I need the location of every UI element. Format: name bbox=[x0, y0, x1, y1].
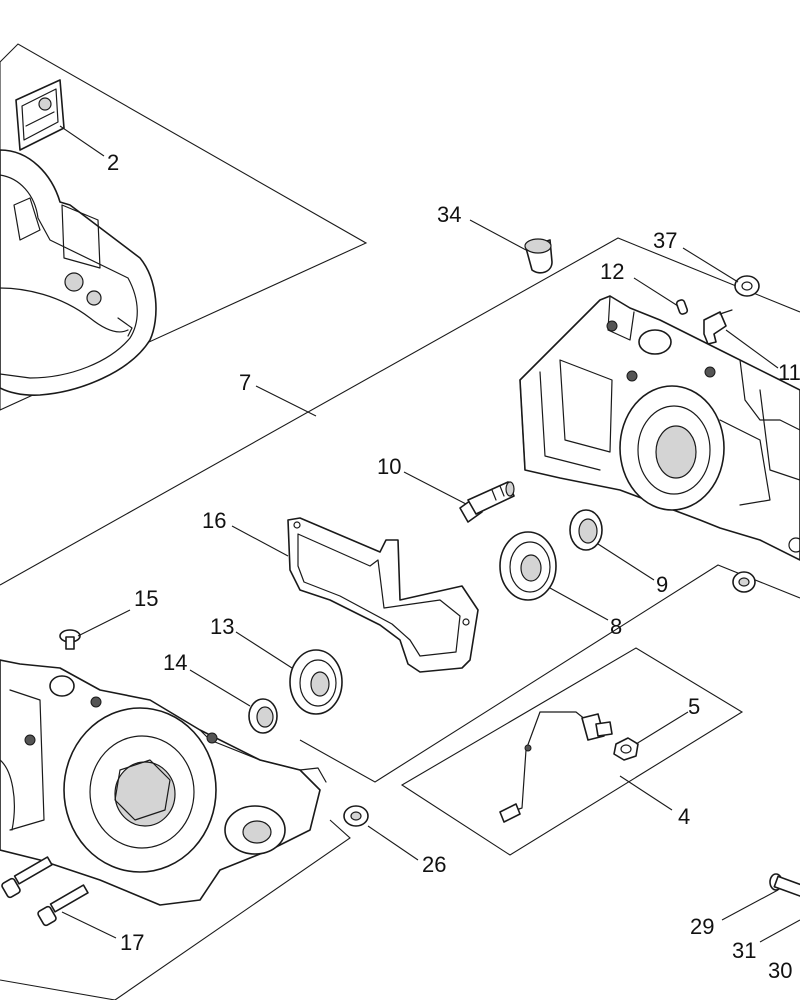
nut-5 bbox=[613, 737, 639, 761]
gasket-16 bbox=[287, 517, 479, 673]
left-crankcase-half bbox=[0, 659, 327, 906]
sensor-4 bbox=[499, 711, 613, 823]
callout-7: 7 bbox=[239, 370, 251, 395]
callout-labels: 2 34 37 12 11 7 10 16 9 8 15 13 14 5 4 2… bbox=[107, 150, 800, 983]
sensor-assembly-frame bbox=[400, 647, 744, 856]
seal-9 bbox=[569, 509, 603, 551]
callout-15: 15 bbox=[134, 586, 158, 611]
top-cover bbox=[0, 149, 157, 396]
callout-10: 10 bbox=[377, 454, 401, 479]
callout-16: 16 bbox=[202, 508, 226, 533]
label-plate bbox=[15, 79, 65, 151]
callout-2: 2 bbox=[107, 150, 119, 175]
cover-assembly-frame bbox=[0, 43, 368, 411]
pin-12 bbox=[675, 299, 689, 315]
callout-14: 14 bbox=[163, 650, 187, 675]
bushing-26 bbox=[343, 805, 369, 827]
callout-30: 30 bbox=[768, 958, 792, 983]
callout-5: 5 bbox=[688, 694, 700, 719]
callout-31: 31 bbox=[732, 938, 756, 963]
bolt-10 bbox=[459, 481, 515, 523]
callout-34: 34 bbox=[437, 202, 461, 227]
lower-crankcase-frame bbox=[299, 564, 800, 783]
bolt-29 bbox=[769, 873, 800, 898]
bearing-8 bbox=[499, 531, 557, 601]
plug-34 bbox=[524, 238, 553, 274]
callout-11: 11 bbox=[778, 360, 800, 385]
right-crankcase-half bbox=[519, 295, 800, 561]
callout-37: 37 bbox=[653, 228, 677, 253]
lower-crankcase-frame-bottom bbox=[0, 819, 351, 1001]
seal-14 bbox=[248, 698, 278, 734]
fitting-11 bbox=[703, 309, 733, 345]
plug-right bbox=[732, 571, 756, 593]
nut-37 bbox=[734, 275, 760, 297]
callout-9: 9 bbox=[656, 572, 668, 597]
leader-lines bbox=[59, 125, 800, 943]
callout-26: 26 bbox=[422, 852, 446, 877]
callout-12: 12 bbox=[600, 259, 624, 284]
callout-4: 4 bbox=[678, 804, 690, 829]
screw-15 bbox=[59, 629, 81, 650]
bearing-13 bbox=[289, 649, 343, 715]
callout-8: 8 bbox=[610, 614, 622, 639]
callout-13: 13 bbox=[210, 614, 234, 639]
callout-29: 29 bbox=[690, 914, 714, 939]
callout-17: 17 bbox=[120, 930, 144, 955]
screws-17 bbox=[1, 856, 89, 927]
